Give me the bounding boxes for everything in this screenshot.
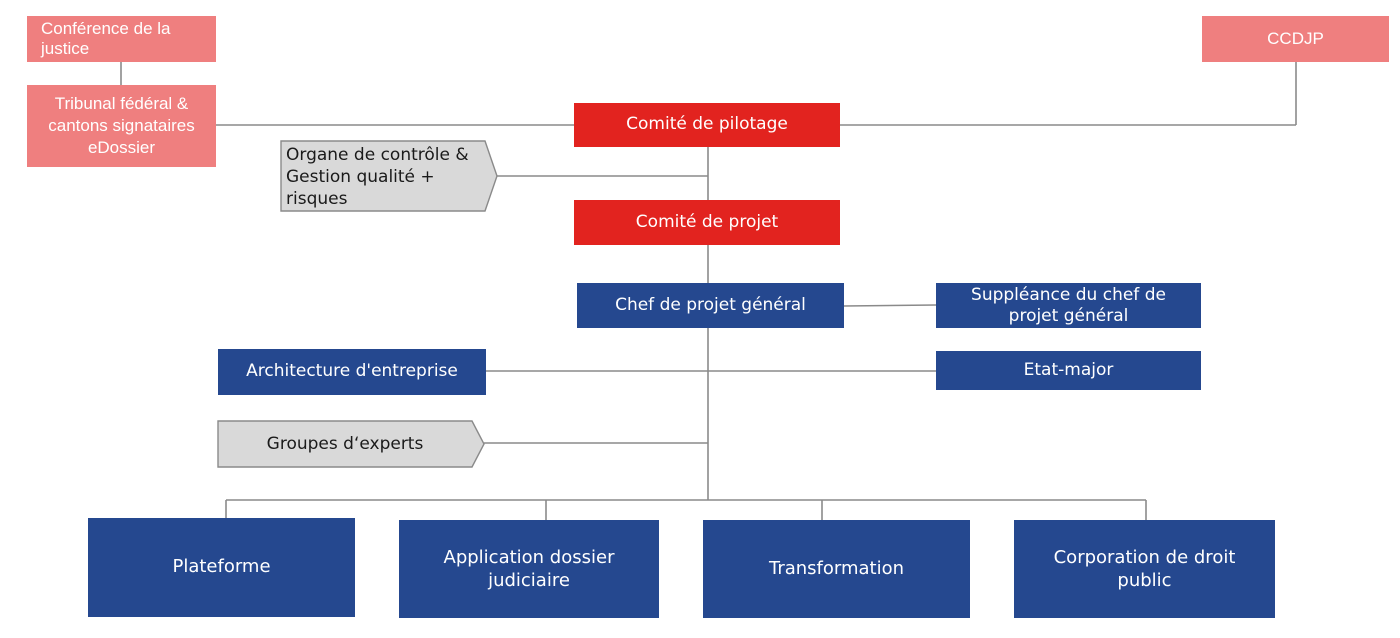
chef-projet-box: Chef de projet général: [577, 283, 844, 328]
application-label: Application dossier judiciaire: [443, 546, 615, 591]
etat-major-box: Etat-major: [936, 351, 1201, 390]
transformation-label: Transformation: [768, 557, 905, 579]
organe-controle-label: Organe de contrôle & Gestion qualité + r…: [286, 144, 486, 210]
groupes-experts-label: Groupes d‘experts: [218, 433, 472, 455]
etat-major-label: Etat-major: [1023, 359, 1114, 380]
corporation-label: Corporation de droit public: [1053, 546, 1236, 591]
chef-projet-label: Chef de projet général: [615, 294, 806, 315]
application-box: Application dossier judiciaire: [399, 520, 659, 618]
groupes-experts-text: Groupes d‘experts: [266, 434, 424, 454]
plateforme-label: Plateforme: [172, 556, 271, 578]
organe-controle-text: Organe de contrôle & Gestion qualité + r…: [286, 145, 469, 210]
suppleance-box: Suppléance du chef de projet général: [936, 283, 1201, 328]
ccdjp-box: CCDJP: [1202, 16, 1389, 62]
corporation-box: Corporation de droit public: [1014, 520, 1275, 618]
tribunal-label: Tribunal fédéral & cantons signataires e…: [48, 93, 195, 158]
comite-pilotage-box: Comité de pilotage: [574, 103, 840, 147]
plateforme-box: Plateforme: [88, 518, 355, 617]
transformation-box: Transformation: [703, 520, 970, 618]
comite-projet-box: Comité de projet: [574, 200, 840, 245]
ccdjp-label: CCDJP: [1267, 29, 1324, 49]
architecture-box: Architecture d'entreprise: [218, 349, 486, 395]
conference-label: Conférence de la justice: [41, 19, 171, 59]
groupes-experts-arrow: [217, 420, 485, 468]
suppleance-label: Suppléance du chef de projet général: [971, 285, 1166, 326]
comite-pilotage-label: Comité de pilotage: [626, 114, 788, 135]
architecture-label: Architecture d'entreprise: [246, 361, 458, 382]
organe-controle-arrow: [280, 140, 498, 212]
conference-box: Conférence de la justice: [27, 16, 216, 62]
comite-projet-label: Comité de projet: [635, 211, 779, 232]
tribunal-box: Tribunal fédéral & cantons signataires e…: [27, 85, 216, 167]
